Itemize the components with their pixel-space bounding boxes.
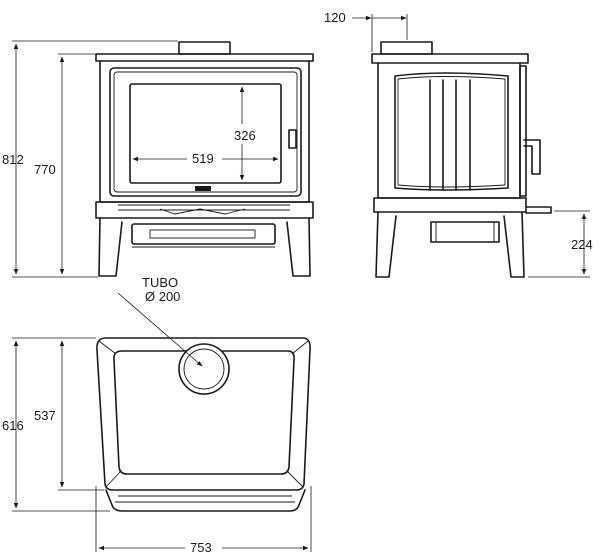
dim-depth-overall: 616 bbox=[2, 418, 24, 433]
dim-body-height: 770 bbox=[34, 162, 56, 177]
front-view bbox=[95, 41, 314, 277]
side-dimensions: 120 224 bbox=[324, 10, 593, 278]
dim-handle-height: 224 bbox=[571, 237, 593, 252]
dim-glass-width: 519 bbox=[192, 151, 214, 166]
side-view bbox=[371, 41, 552, 278]
flue-label: TUBO bbox=[142, 275, 178, 290]
dim-width-overall: 753 bbox=[190, 540, 212, 555]
top-view bbox=[96, 337, 311, 512]
flue-callout: TUBO Ø 200 bbox=[117, 275, 203, 367]
dim-overall-height: 812 bbox=[2, 152, 24, 167]
dim-flue-offset: 120 bbox=[324, 10, 346, 25]
dim-glass-height: 326 bbox=[234, 128, 256, 143]
dim-depth-body: 537 bbox=[34, 408, 56, 423]
flue-diameter: Ø 200 bbox=[145, 289, 180, 304]
top-dimensions: 616 537 753 bbox=[2, 337, 312, 555]
front-dimensions: 812 770 519 326 bbox=[2, 40, 279, 278]
